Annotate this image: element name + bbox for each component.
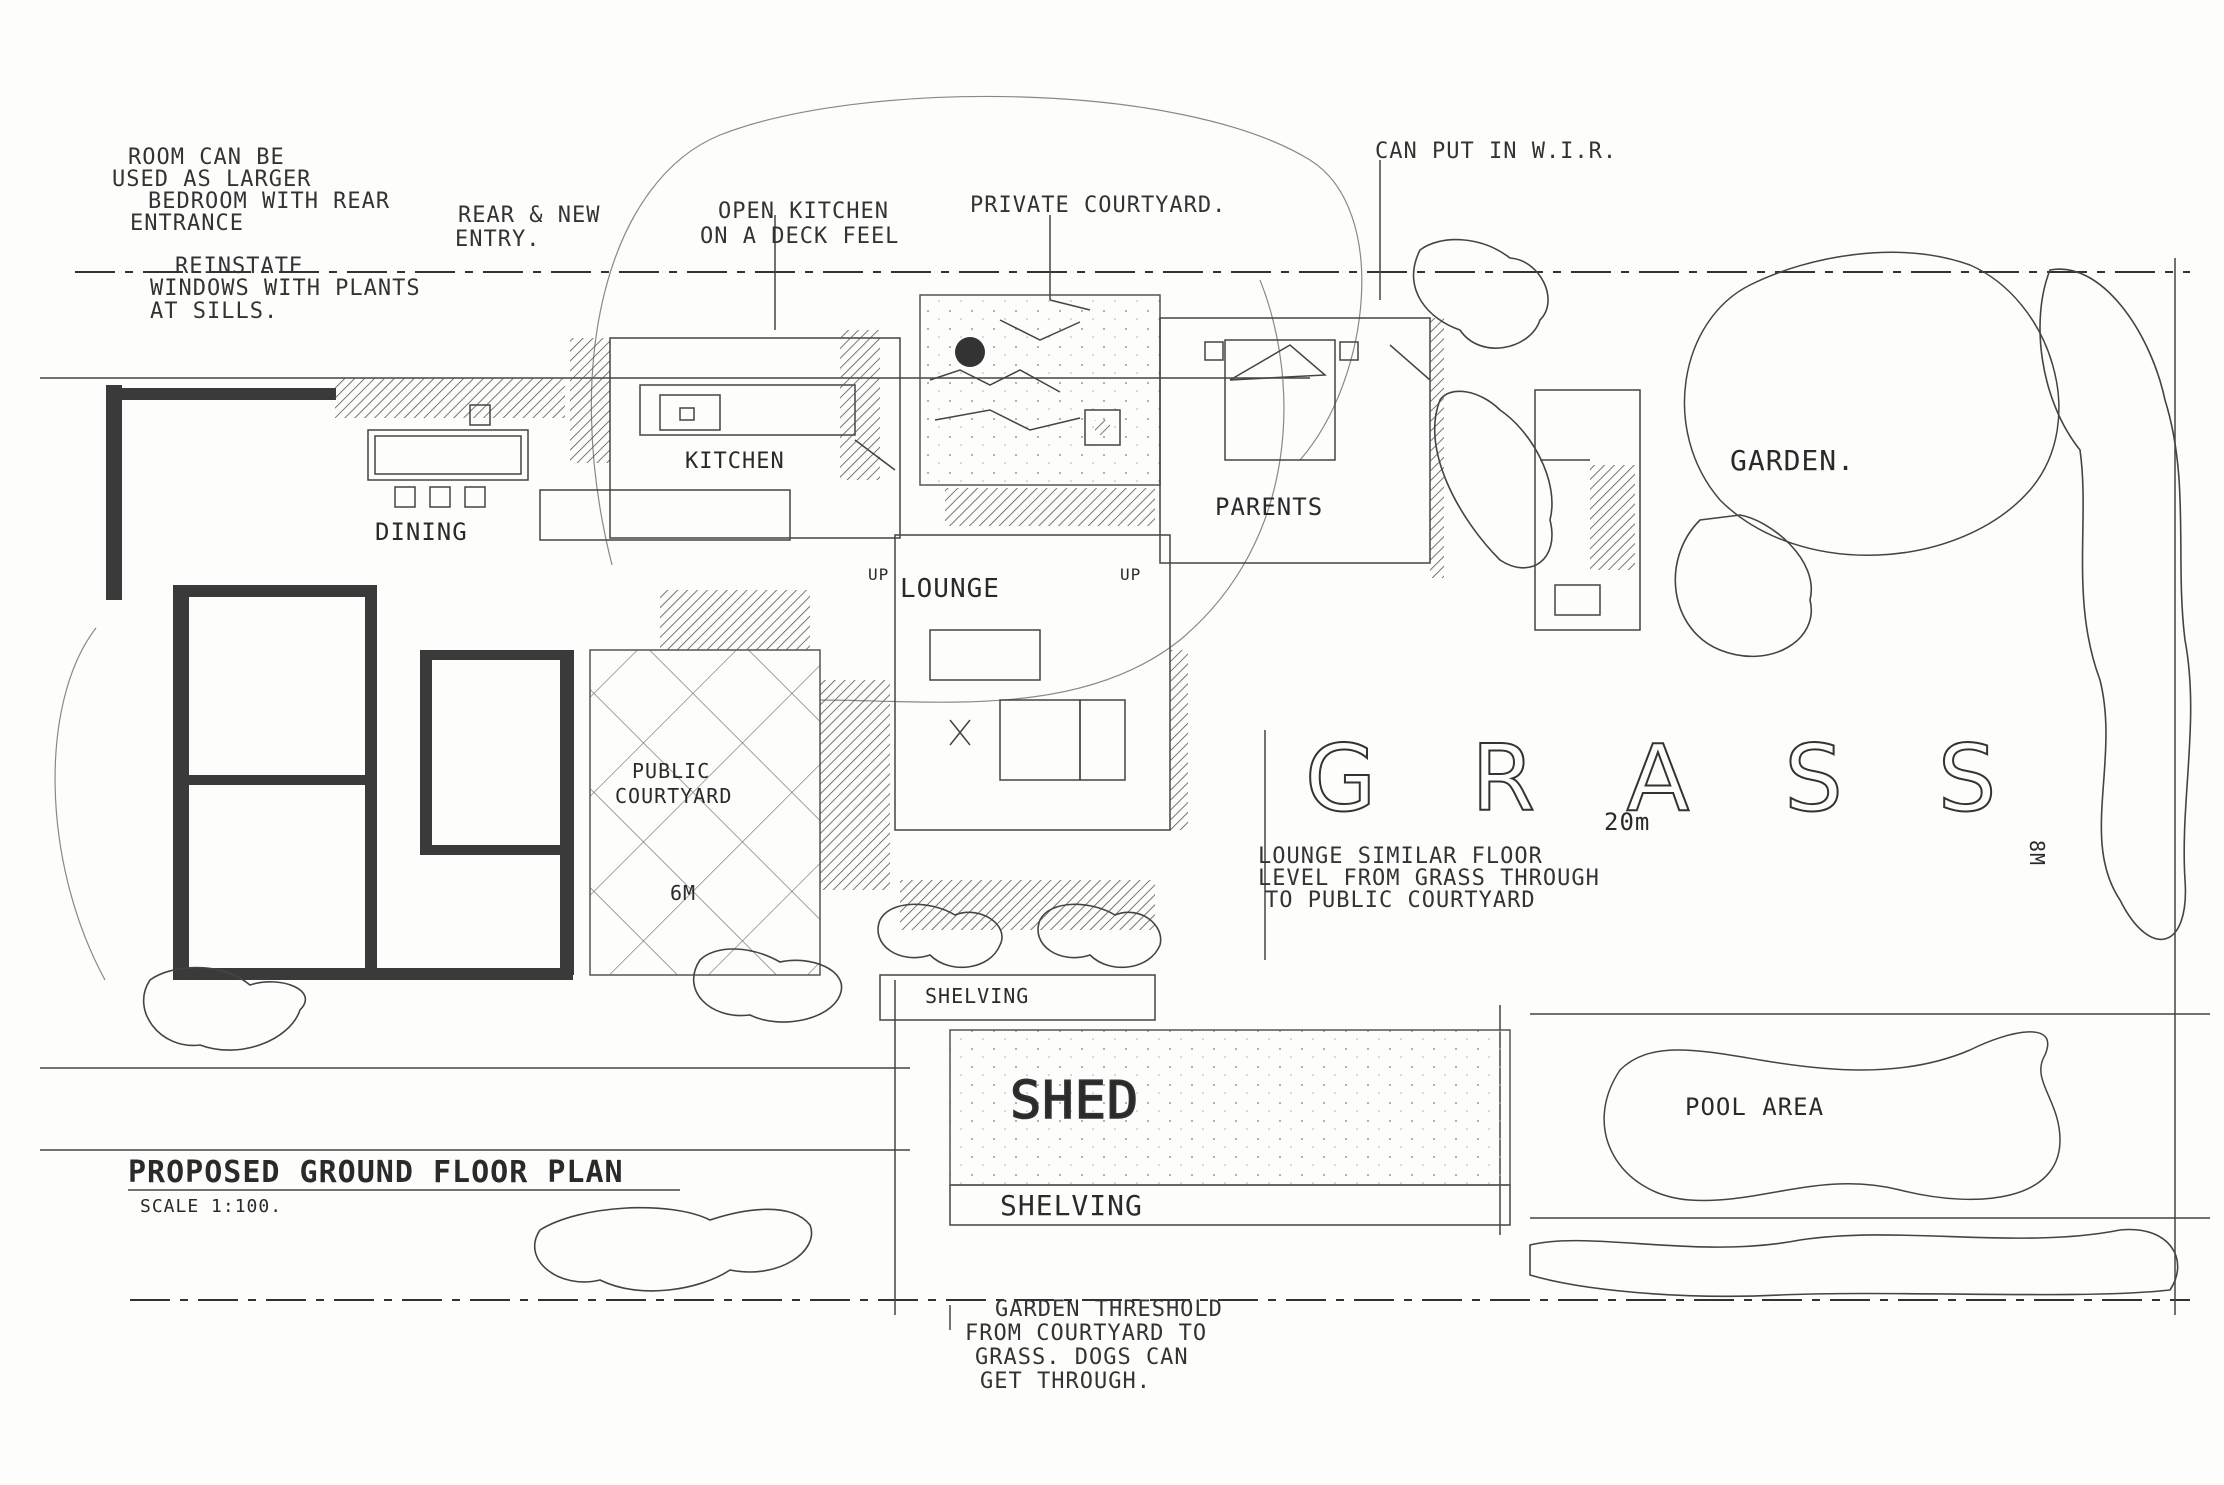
note-reinstate-3: AT SILLS.: [150, 299, 278, 324]
parents-room: [1159, 317, 1444, 578]
garden-bed: [1683, 251, 2060, 556]
label-courtyard: COURTYARD: [615, 784, 732, 808]
note-rear-entry-2: ENTRY.: [455, 227, 540, 252]
label-lounge: LOUNGE: [900, 574, 1000, 604]
plan-scale: SCALE 1:100.: [140, 1196, 282, 1217]
note-room-bedroom-1: ROOM CAN BE: [128, 145, 285, 170]
label-up-right: UP: [1120, 565, 1141, 584]
kitchen-block: [539, 330, 901, 541]
label-garden: GARDEN.: [1730, 444, 1855, 477]
shelving: [879, 880, 1511, 1226]
annotations: ROOM CAN BE USED AS LARGER BEDROOM WITH …: [112, 139, 1617, 1394]
ensuite: [1534, 389, 1641, 631]
lounge: [820, 534, 1188, 890]
plan-title: PROPOSED GROUND FLOOR PLAN: [128, 1155, 624, 1190]
note-lounge-level-1: LOUNGE SIMILAR FLOOR: [1258, 844, 1543, 869]
shed: [949, 1029, 1511, 1186]
note-rear-entry-1: REAR & NEW: [458, 203, 600, 228]
note-threshold-3: GRASS. DOGS CAN: [975, 1345, 1189, 1370]
label-public: PUBLIC: [632, 759, 710, 783]
wall-bedroom-east: [365, 585, 377, 975]
pool-outline: [1603, 1031, 2061, 1202]
label-pool-area: POOL AREA: [1685, 1093, 1824, 1121]
label-dining: DINING: [375, 518, 468, 546]
note-open-kitchen-1: OPEN KITCHEN: [718, 199, 889, 224]
wall-bedroom-top: [173, 585, 373, 597]
wall-bath-bottom: [420, 845, 570, 855]
rear-wall-hatch: [335, 378, 565, 418]
label-grass: GRASS: [1305, 725, 2091, 832]
room-labels: KITCHEN DINING LOUNGE UP UP PARENTS GARD…: [375, 444, 2091, 1222]
wall-bath-west: [420, 650, 432, 850]
label-shelving-upper: SHELVING: [925, 984, 1029, 1008]
note-room-bedroom-4: ENTRANCE: [130, 211, 244, 236]
note-room-bedroom-3: BEDROOM WITH REAR: [148, 189, 390, 214]
note-open-kitchen-2: ON A DECK FEEL: [700, 224, 899, 249]
title-block: PROPOSED GROUND FLOOR PLAN SCALE 1:100.: [128, 1155, 680, 1217]
note-lounge-level-2: LEVEL FROM GRASS THROUGH: [1258, 866, 1600, 891]
label-courtyard-dim: 6M: [670, 881, 696, 905]
note-private-courtyard: PRIVATE COURTYARD.: [970, 193, 1226, 218]
wall-west-upper: [106, 385, 122, 600]
label-kitchen: KITCHEN: [685, 449, 785, 474]
wall-bath-top: [420, 650, 570, 660]
house-walls: [106, 338, 610, 980]
label-grass-dim: 20m: [1604, 808, 1650, 836]
sink-unit: [659, 394, 721, 431]
note-lounge-level-3: TO PUBLIC COURTYARD: [1265, 888, 1536, 913]
vegetation: [142, 238, 2192, 1298]
sketch-arcs: [54, 95, 1363, 981]
note-wir: CAN PUT IN W.I.R.: [1375, 139, 1617, 164]
wall-courtyard-west: [560, 650, 574, 975]
label-shelving-lower: SHELVING: [1000, 1189, 1143, 1222]
dining-table: [367, 404, 529, 508]
label-up-left: UP: [868, 565, 889, 584]
note-threshold-1: GARDEN THRESHOLD: [995, 1297, 1223, 1322]
note-reinstate-1: REINSTATE: [175, 254, 303, 279]
leader-lines: [774, 160, 1381, 1330]
label-parents: PARENTS: [1215, 493, 1323, 521]
private-courtyard: [919, 294, 1161, 526]
note-room-bedroom-2: USED AS LARGER: [112, 167, 311, 192]
rear-entry-hatch: [570, 338, 610, 463]
wall-north-west: [106, 388, 336, 400]
label-site-dim: 8M: [2025, 840, 2049, 866]
note-threshold-4: GET THROUGH.: [980, 1369, 1151, 1394]
note-reinstate-2: WINDOWS WITH PLANTS: [150, 276, 421, 301]
label-shed: SHED: [1010, 1071, 1139, 1131]
wall-bedroom-mid: [173, 775, 373, 785]
note-threshold-2: FROM COURTYARD TO: [965, 1321, 1207, 1346]
public-courtyard: [589, 590, 821, 976]
